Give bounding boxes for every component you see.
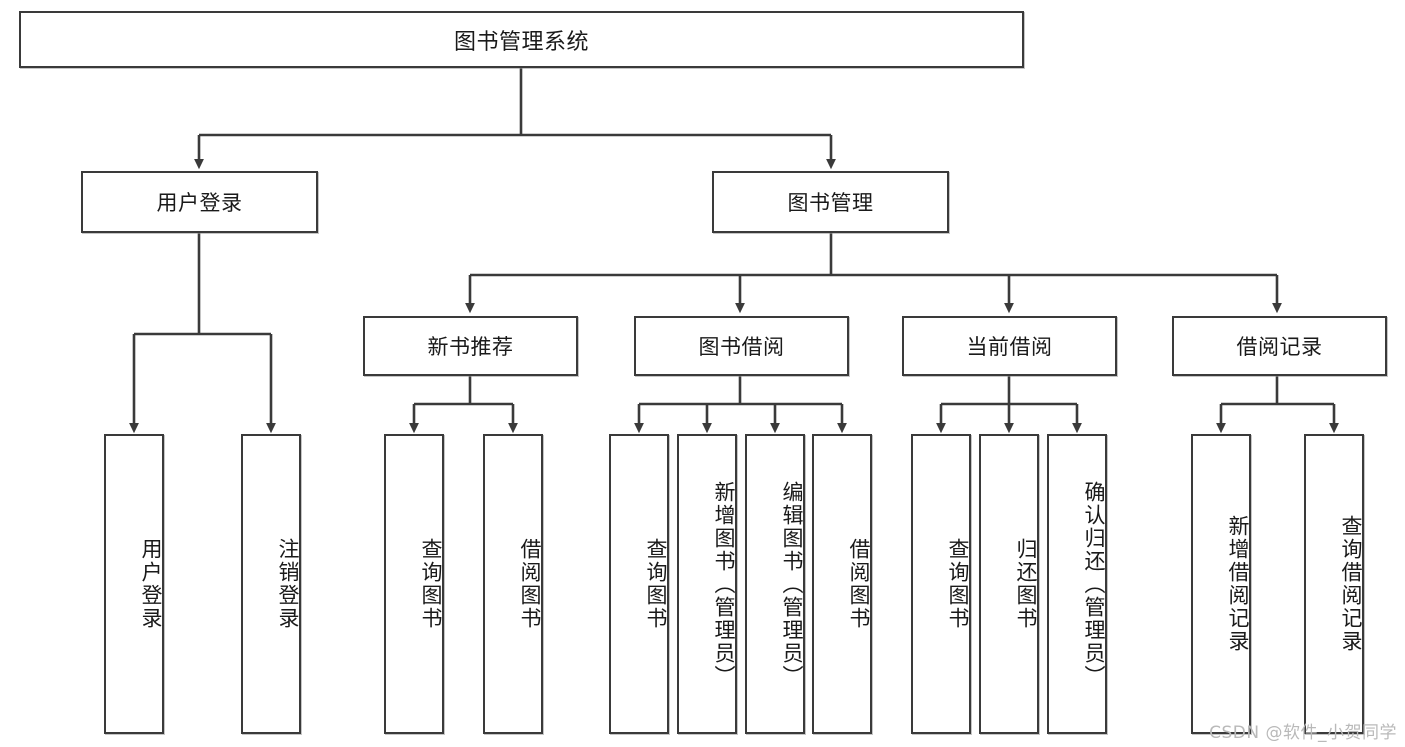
leaf-user-logout-label: 注销登录	[276, 538, 300, 630]
leaf-query-book-2-label: 查询图书	[644, 538, 668, 630]
leaf-add-record[interactable]: 新增借阅记录	[1191, 434, 1251, 734]
leaf-borrow-book-2[interactable]: 借阅图书	[812, 434, 872, 734]
node-borrow-record-label: 借阅记录	[1236, 335, 1323, 359]
leaf-confirm-return-label: 确认归还（管理员）	[1082, 480, 1106, 688]
node-new-book-recommend[interactable]: 新书推荐	[363, 316, 578, 376]
node-user-login[interactable]: 用户登录	[81, 171, 318, 233]
node-current-borrow[interactable]: 当前借阅	[902, 316, 1117, 376]
leaf-add-record-label: 新增借阅记录	[1226, 515, 1250, 653]
leaf-query-book-1[interactable]: 查询图书	[384, 434, 444, 734]
node-root[interactable]: 图书管理系统	[19, 11, 1024, 68]
leaf-user-login-label: 用户登录	[139, 538, 163, 630]
leaf-borrow-book-1[interactable]: 借阅图书	[483, 434, 543, 734]
node-user-login-label: 用户登录	[156, 191, 243, 215]
leaf-query-record-label: 查询借阅记录	[1339, 515, 1363, 653]
leaf-add-book[interactable]: 新增图书（管理员）	[677, 434, 737, 734]
leaf-edit-book[interactable]: 编辑图书（管理员）	[745, 434, 805, 734]
node-borrow-record[interactable]: 借阅记录	[1172, 316, 1387, 376]
node-book-borrow-label: 图书借阅	[698, 335, 785, 359]
leaf-return-book[interactable]: 归还图书	[979, 434, 1039, 734]
leaf-return-book-label: 归还图书	[1014, 538, 1038, 630]
leaf-borrow-book-1-label: 借阅图书	[518, 538, 542, 630]
leaf-query-book-1-label: 查询图书	[419, 538, 443, 630]
node-current-borrow-label: 当前借阅	[966, 335, 1053, 359]
leaf-add-book-label: 新增图书（管理员）	[712, 480, 736, 688]
node-root-label: 图书管理系统	[453, 29, 589, 55]
leaf-query-record[interactable]: 查询借阅记录	[1304, 434, 1364, 734]
node-book-manage-label: 图书管理	[787, 191, 874, 215]
leaf-borrow-book-2-label: 借阅图书	[847, 538, 871, 630]
node-book-manage[interactable]: 图书管理	[712, 171, 949, 233]
node-book-borrow[interactable]: 图书借阅	[634, 316, 849, 376]
leaf-user-logout[interactable]: 注销登录	[241, 434, 301, 734]
watermark: CSDN @软件_小贺同学	[1209, 723, 1397, 743]
leaf-user-login[interactable]: 用户登录	[104, 434, 164, 734]
leaf-query-book-3[interactable]: 查询图书	[911, 434, 971, 734]
leaf-edit-book-label: 编辑图书（管理员）	[780, 480, 804, 688]
leaf-confirm-return[interactable]: 确认归还（管理员）	[1047, 434, 1107, 734]
leaf-query-book-3-label: 查询图书	[946, 538, 970, 630]
leaf-query-book-2[interactable]: 查询图书	[609, 434, 669, 734]
node-new-book-recommend-label: 新书推荐	[427, 335, 514, 359]
